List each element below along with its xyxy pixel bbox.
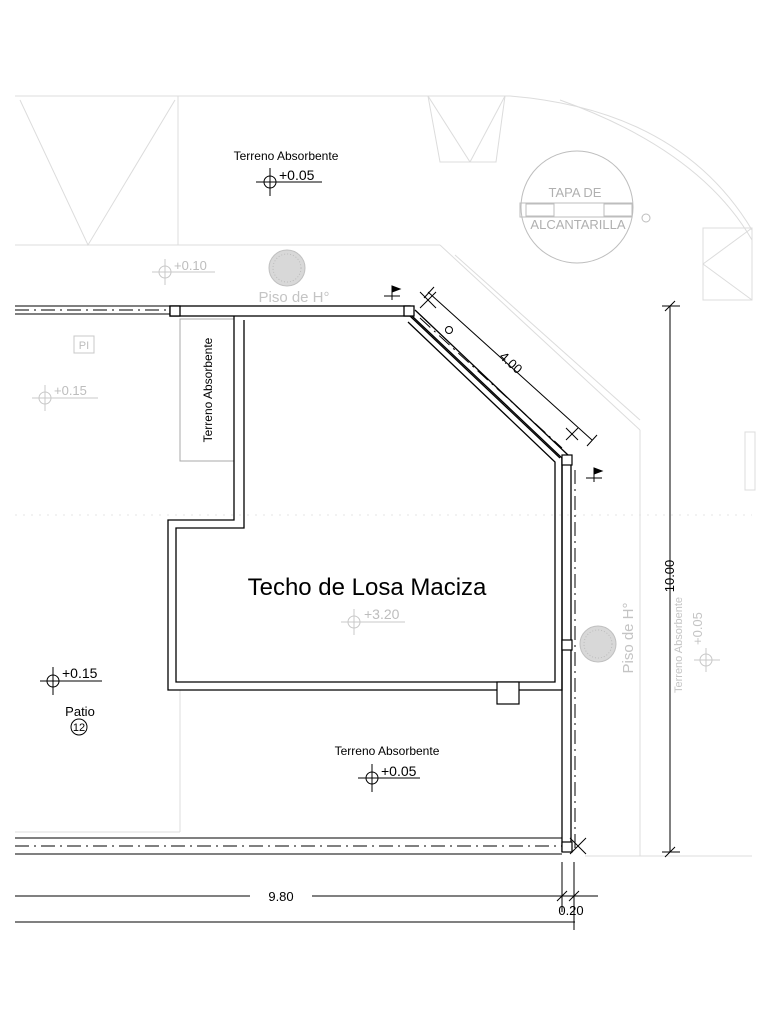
dimension-horizontal-text: 9.80 [268,889,293,904]
level-mark-right [694,648,720,672]
terreno-vertical-label: Terreno Absorbente [201,337,215,442]
dimension-vertical [662,300,680,858]
pi-box [73,335,95,354]
patio-number-circle [70,718,88,736]
level-mark-roof [341,609,405,635]
roof-level-text: +3.20 [364,606,400,622]
level-mark-bottom-terreno [358,764,420,792]
terreno-right-label: Terreno Absorbente [673,597,685,693]
dimension-horizontal [15,862,598,930]
pi-label: PI [79,340,89,352]
terreno-bottom-level: +0.05 [381,763,417,779]
piso-label-right: Piso de H° [620,602,637,673]
patio-level: +0.15 [62,665,98,681]
terreno-top-level: +0.05 [279,167,315,183]
manhole-cover: TAPA DE ALCANTARILLA [519,150,651,264]
piso-label-top: Piso de H° [258,289,329,306]
level-mark-upper [152,259,215,285]
dimension-small-text: 0.20 [558,903,583,918]
flag-markers [384,285,604,855]
dimension-diagonal-text: 4.00 [497,349,526,377]
tapa-label-line2: ALCANTARILLA [530,217,625,232]
roof-title: Techo de Losa Maciza [248,574,487,601]
floor-symbol-top [268,249,306,287]
level-upper-text: +0.10 [174,258,207,273]
site-context-lines [15,95,756,857]
patio-label: Patio [65,704,95,719]
dimension-vertical-text: 10.00 [662,560,677,593]
floor-symbol-right [579,625,617,663]
level-right-text: +0.05 [690,612,705,645]
patio-number: 12 [73,722,85,734]
level-mark-left [32,385,98,411]
terreno-bottom-label: Terreno Absorbente [335,744,440,758]
building-walls [167,305,573,853]
level-left-text: +0.15 [54,383,87,398]
dimension-diagonal [423,286,598,447]
terreno-top-label: Terreno Absorbente [234,149,339,163]
level-mark-patio [40,667,102,695]
tapa-label-line1: TAPA DE [549,185,602,200]
level-mark-top-terreno [256,168,322,196]
